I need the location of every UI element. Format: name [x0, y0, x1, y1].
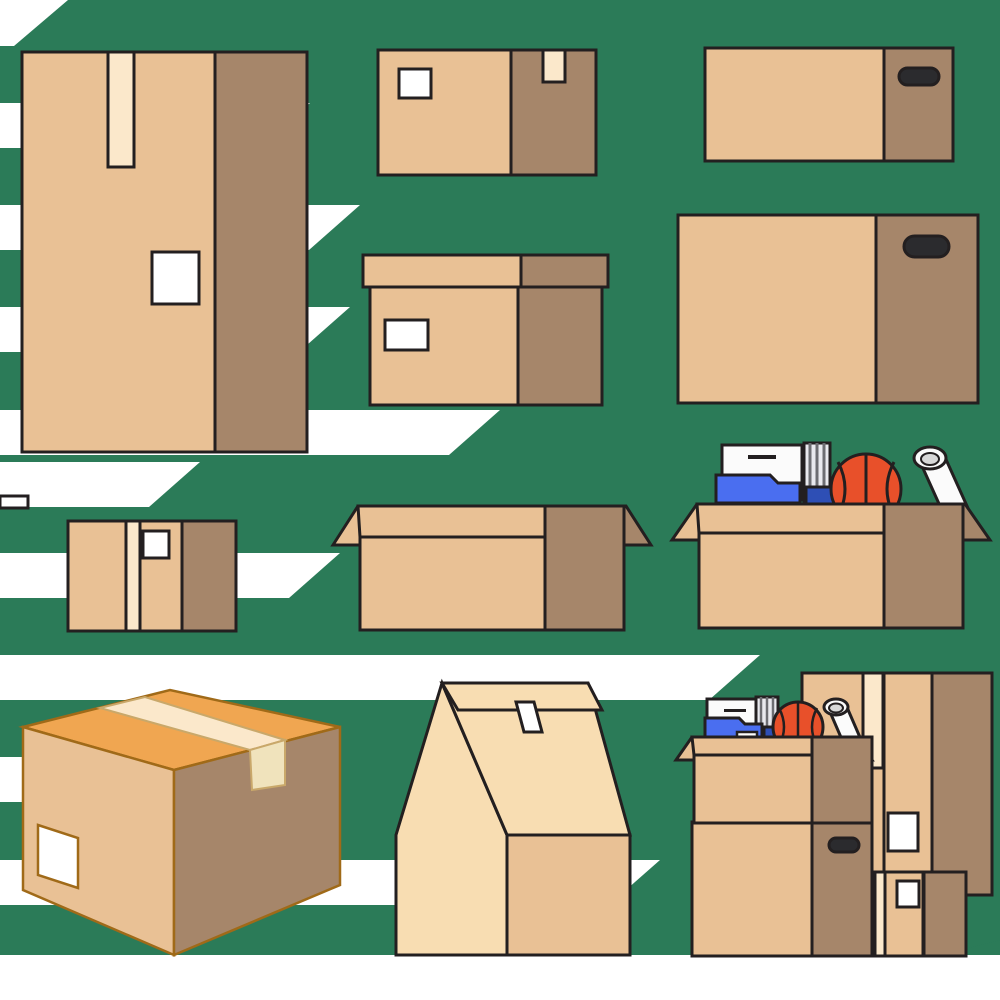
stack-small-box-side — [922, 870, 968, 958]
box-side-panel — [509, 48, 598, 177]
lidded-storage-box — [361, 253, 610, 407]
handle-box-large — [676, 213, 980, 405]
background-white-stripe — [0, 0, 68, 46]
shipping-label — [895, 879, 921, 909]
orange-perspective-box — [18, 688, 342, 957]
shipping-label — [36, 823, 80, 890]
shipping-label — [886, 811, 920, 853]
tape-strip — [106, 50, 136, 169]
shipping-label — [150, 250, 201, 306]
box-inner-edge — [356, 504, 547, 539]
stack-handle-box-front — [690, 820, 819, 958]
tape-strip — [873, 870, 887, 958]
open-empty-box — [330, 504, 654, 632]
open-packed-box — [0, 441, 993, 630]
box-front-panel — [697, 531, 886, 630]
box-side-panel — [882, 502, 965, 630]
box-front-panel — [358, 535, 547, 632]
background-white-stripe — [0, 655, 760, 700]
tape-strip — [541, 48, 567, 84]
tray-slot-icon — [748, 455, 776, 459]
box-side-panel — [543, 504, 626, 632]
tape-strip — [124, 519, 142, 633]
box-side-panel — [180, 519, 238, 633]
box-inner-edge — [695, 502, 886, 535]
tray-slot-icon — [724, 709, 746, 712]
box-front-panel — [692, 753, 814, 825]
box-side-panel — [810, 735, 874, 825]
shipping-label — [141, 529, 171, 560]
carry-handle-icon — [897, 66, 941, 87]
shipping-label — [514, 700, 544, 734]
box-side-panel — [213, 50, 309, 454]
shipping-label — [397, 67, 433, 100]
box-side-panel — [516, 285, 604, 407]
box-inner-edge — [690, 735, 814, 757]
shipping-label — [383, 318, 430, 352]
stacked-boxes-group — [673, 671, 994, 958]
box-contents — [0, 441, 970, 526]
folder-label — [0, 494, 30, 510]
background-white-stripe — [0, 462, 200, 507]
stack-back-box-side — [930, 671, 994, 897]
box-front-panel — [505, 833, 632, 957]
stack-back-box-mid — [882, 671, 934, 897]
box-lid-side — [519, 253, 610, 289]
poster-roll-inner — [920, 452, 940, 466]
flat-wide-box — [376, 48, 598, 177]
box-top-flap — [439, 681, 605, 712]
tall-wardrobe-box — [20, 50, 309, 454]
small-triple-panel-box — [66, 519, 238, 633]
gable-open-box — [394, 678, 632, 957]
stack-open-packed-box — [673, 695, 875, 825]
carry-handle-icon — [902, 234, 951, 259]
handle-box-small — [703, 46, 955, 163]
box-side-panel — [882, 46, 955, 163]
tape-strip-side — [248, 738, 286, 792]
poster-roll-inner — [828, 702, 844, 714]
background-white-stripe — [0, 955, 1000, 1000]
carry-handle-icon — [827, 836, 861, 854]
